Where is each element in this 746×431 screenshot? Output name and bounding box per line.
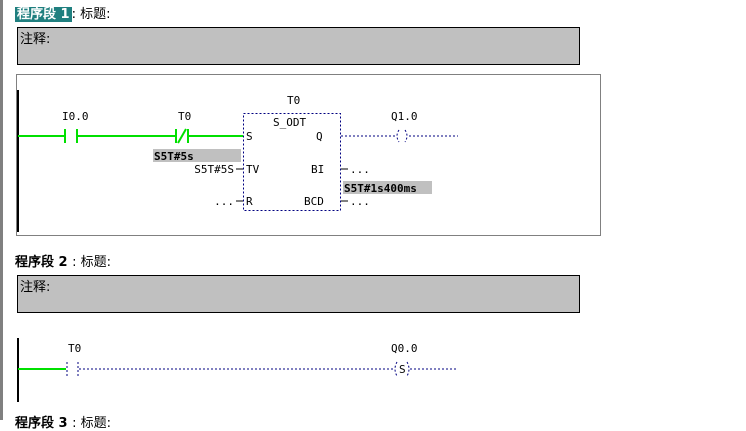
- no-contact-icon[interactable]: [64, 129, 78, 143]
- ladder-diagram: I0.0 T0 S5T#5s T0 S_ODT S Q TV BI R BCD …: [17, 90, 458, 402]
- contact-address[interactable]: T0: [178, 110, 191, 123]
- contact-address[interactable]: I0.0: [62, 110, 89, 123]
- bi-output[interactable]: ...: [350, 163, 370, 176]
- network1-title[interactable]: : 标题:: [71, 7, 111, 22]
- pin-s: S: [246, 130, 253, 143]
- contact-address[interactable]: T0: [68, 342, 81, 355]
- bcd-monitor-value: S5T#1s400ms: [344, 182, 417, 195]
- tv-monitor-value: S5T#5s: [154, 150, 194, 163]
- network3-label[interactable]: 程序段 3: [15, 416, 68, 431]
- network1-frame: [16, 74, 601, 236]
- network2-title[interactable]: : 标题:: [72, 255, 112, 270]
- r-input[interactable]: ...: [214, 195, 234, 208]
- pin-r: R: [246, 195, 253, 208]
- timer-address[interactable]: T0: [287, 94, 300, 107]
- coil-address[interactable]: Q1.0: [391, 110, 418, 123]
- coil-icon[interactable]: [396, 129, 408, 143]
- network2-header[interactable]: 程序段 2 : 标题:: [15, 251, 111, 270]
- comment-label: 注释:: [20, 280, 51, 295]
- pin-bcd: BCD: [304, 195, 324, 208]
- network1-header[interactable]: 程序段 1: 标题:: [15, 3, 110, 22]
- pin-bi: BI: [311, 163, 324, 176]
- monitor-value-bg: [343, 181, 432, 194]
- timer-type: S_ODT: [273, 116, 306, 129]
- comment-label: 注释:: [20, 32, 51, 47]
- network1-label[interactable]: 程序段 1: [15, 7, 72, 22]
- window-edge: [0, 0, 3, 420]
- coil-address[interactable]: Q0.0: [391, 342, 418, 355]
- network1-comment[interactable]: 注释:: [17, 27, 580, 65]
- pin-q: Q: [316, 130, 323, 143]
- pin-tv: TV: [246, 163, 260, 176]
- network3-header[interactable]: 程序段 3 : 标题:: [15, 412, 111, 431]
- timer-box[interactable]: [243, 113, 341, 211]
- tv-value[interactable]: S5T#5S: [194, 163, 234, 176]
- monitor-value-bg: [153, 149, 241, 162]
- set-coil-icon[interactable]: S: [394, 361, 410, 377]
- network3-title[interactable]: : 标题:: [72, 416, 112, 431]
- network2-comment[interactable]: 注释:: [17, 275, 580, 313]
- bcd-output[interactable]: ...: [350, 195, 370, 208]
- no-contact-icon[interactable]: [66, 362, 79, 376]
- coil-type: S: [399, 363, 406, 376]
- nc-contact-icon[interactable]: [175, 128, 189, 144]
- network2-label[interactable]: 程序段 2: [15, 255, 68, 270]
